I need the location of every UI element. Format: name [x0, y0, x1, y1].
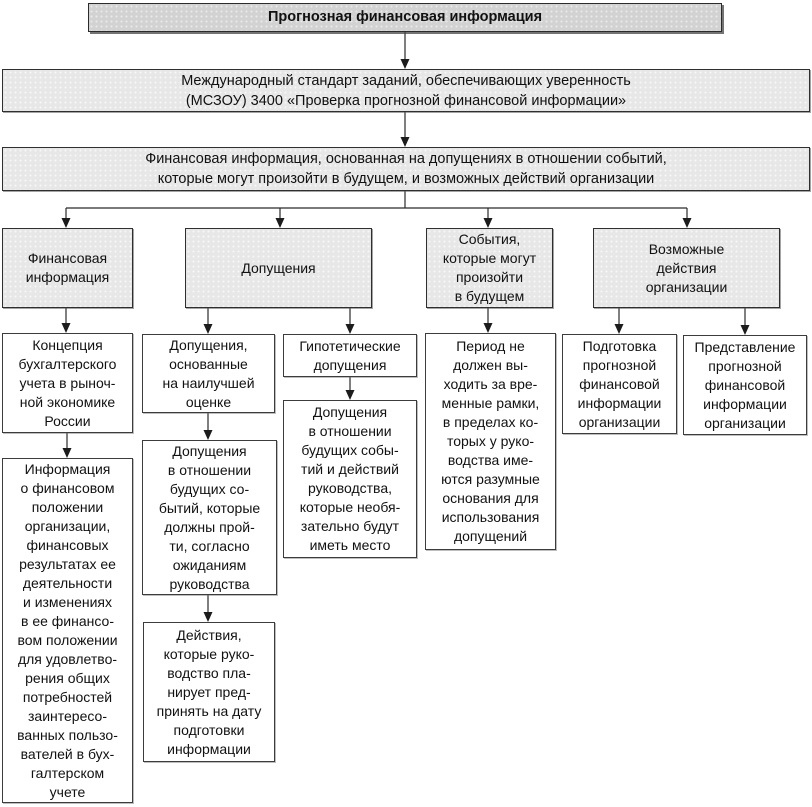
node-presentation-forecast-information: Представление прогнозной финансовой инфо…: [683, 335, 807, 435]
node-financial-information-branch: Финансовая информация: [2, 228, 133, 308]
node-hypothetical-assumptions-detail: Допущения в отношении будущих собы- тий …: [283, 400, 417, 558]
node-best-estimate-assumptions: Допущения, основанные на наилучшей оценк…: [142, 334, 275, 413]
connector-lines: [65, 32, 746, 613]
node-assumptions-branch: Допущения: [185, 228, 372, 308]
node-future-events-branch: События, которые могут произойти в будущ…: [426, 228, 553, 308]
arrowheads: [61, 59, 750, 622]
node-period-limits: Период не должен вы- ходить за вре- менн…: [425, 333, 556, 550]
node-accounting-concept: Концепция бухгалтерского учета в рыноч- …: [2, 333, 133, 433]
node-hypothetical-assumptions: Гипотетические допущения: [283, 334, 417, 377]
node-planned-management-actions: Действия, которые руко- водство пла- нир…: [143, 622, 275, 762]
node-financial-information-basis: Финансовая информация, основанная на доп…: [2, 147, 810, 191]
node-information-purpose: Информация о финансовом положении органи…: [2, 458, 133, 803]
node-expected-future-events-assumptions: Допущения в отношении будущих со- бытий,…: [142, 440, 277, 595]
node-possible-actions-branch: Возможные действия организации: [593, 228, 780, 308]
node-forecast-financial-information: Прогнозная финансовая информация: [88, 3, 722, 32]
node-isae-3400-standard: Международный стандарт заданий, обеспечи…: [2, 69, 810, 112]
node-preparation-forecast-information: Подготовка прогнозной финансовой информа…: [562, 334, 677, 434]
